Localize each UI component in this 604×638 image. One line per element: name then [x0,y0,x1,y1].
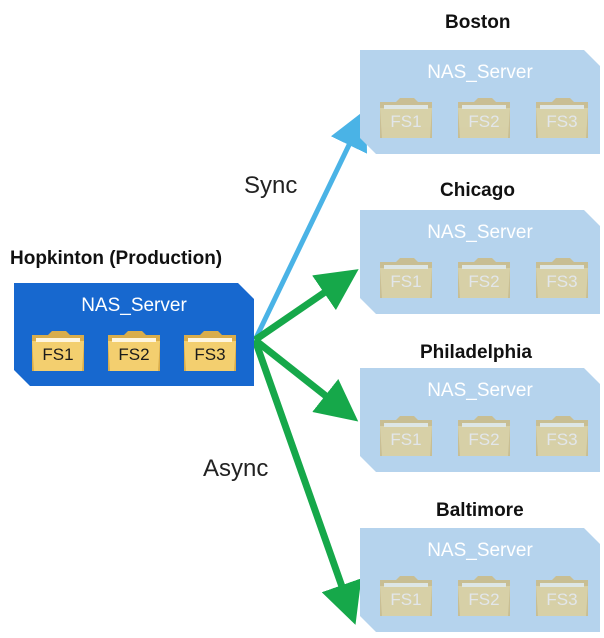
replica-site-title-boston: Boston [445,12,511,33]
async-label: Async [203,455,269,482]
replica-folder-fs2: FS2 [456,574,512,618]
replica-folder-fs3: FS3 [534,414,590,458]
replica-nas-server-label: NAS_Server [427,380,533,401]
folder-label: FS1 [390,430,422,449]
replica-folder-fs1: FS1 [378,414,434,458]
folder-label: FS2 [468,112,500,131]
replica-folder-fs2: FS2 [456,256,512,300]
replica-nas-server-label: NAS_Server [427,62,533,83]
folder-icon [378,256,434,300]
folder-icon [378,574,434,618]
replica-folder-fs2: FS2 [456,414,512,458]
folder-label: FS1 [42,345,74,364]
production-folder-fs2: FS2 [106,329,162,373]
folder-label: FS3 [546,272,578,291]
replica-folder-fs3: FS3 [534,574,590,618]
folder-label: FS2 [468,590,500,609]
production-nas-server-label: NAS_Server [81,295,187,316]
folder-icon [456,96,512,140]
production-site-title: Hopkinton (Production) [10,248,223,269]
folder-icon [378,414,434,458]
folder-icon [30,329,86,373]
folder-icon [534,414,590,458]
folder-label: FS1 [390,272,422,291]
production-folder-fs1: FS1 [30,329,86,373]
replica-folder-fs1: FS1 [378,96,434,140]
folder-label: FS2 [468,272,500,291]
folder-label: FS3 [194,345,226,364]
replica-nas-server-label: NAS_Server [427,222,533,243]
folder-icon [534,574,590,618]
sync-label: Sync [244,172,298,199]
folder-label: FS1 [390,112,422,131]
folder-icon [182,329,238,373]
folder-label: FS1 [390,590,422,609]
folder-icon [106,329,162,373]
replica-site-title-chicago: Chicago [440,180,515,201]
async-arrow-chicago [253,269,359,343]
folder-label: FS3 [546,112,578,131]
folder-icon [534,96,590,140]
sync-arrow-boston [252,108,367,342]
replica-nas-server-label: NAS_Server [427,540,533,561]
async-arrow-philadelphia [252,337,359,422]
async-arrow-baltimore [251,338,362,625]
replica-folder-fs3: FS3 [534,96,590,140]
production-nas-panel: NAS_Server FS1 FS2 FS3 [14,283,254,386]
production-folder-fs3: FS3 [182,329,238,373]
replica-site-title-baltimore: Baltimore [436,500,524,521]
folder-label: FS2 [468,430,500,449]
replica-folder-fs1: FS1 [378,256,434,300]
replica-nas-panel-chicago: NAS_Server FS1 FS2 FS3 [360,210,600,314]
folder-icon [456,256,512,300]
replica-folder-fs3: FS3 [534,256,590,300]
replica-nas-panel-philadelphia: NAS_Server FS1 FS2 FS3 [360,368,600,472]
replica-nas-panel-boston: NAS_Server FS1 FS2 FS3 [360,50,600,154]
folder-icon [534,256,590,300]
replica-folder-fs2: FS2 [456,96,512,140]
replica-folder-fs1: FS1 [378,574,434,618]
folder-label: FS2 [118,345,150,364]
folder-label: FS3 [546,590,578,609]
folder-label: FS3 [546,430,578,449]
folder-icon [456,574,512,618]
replica-site-title-philadelphia: Philadelphia [420,342,532,363]
replica-nas-panel-baltimore: NAS_Server FS1 FS2 FS3 [360,528,600,632]
folder-icon [378,96,434,140]
folder-icon [456,414,512,458]
